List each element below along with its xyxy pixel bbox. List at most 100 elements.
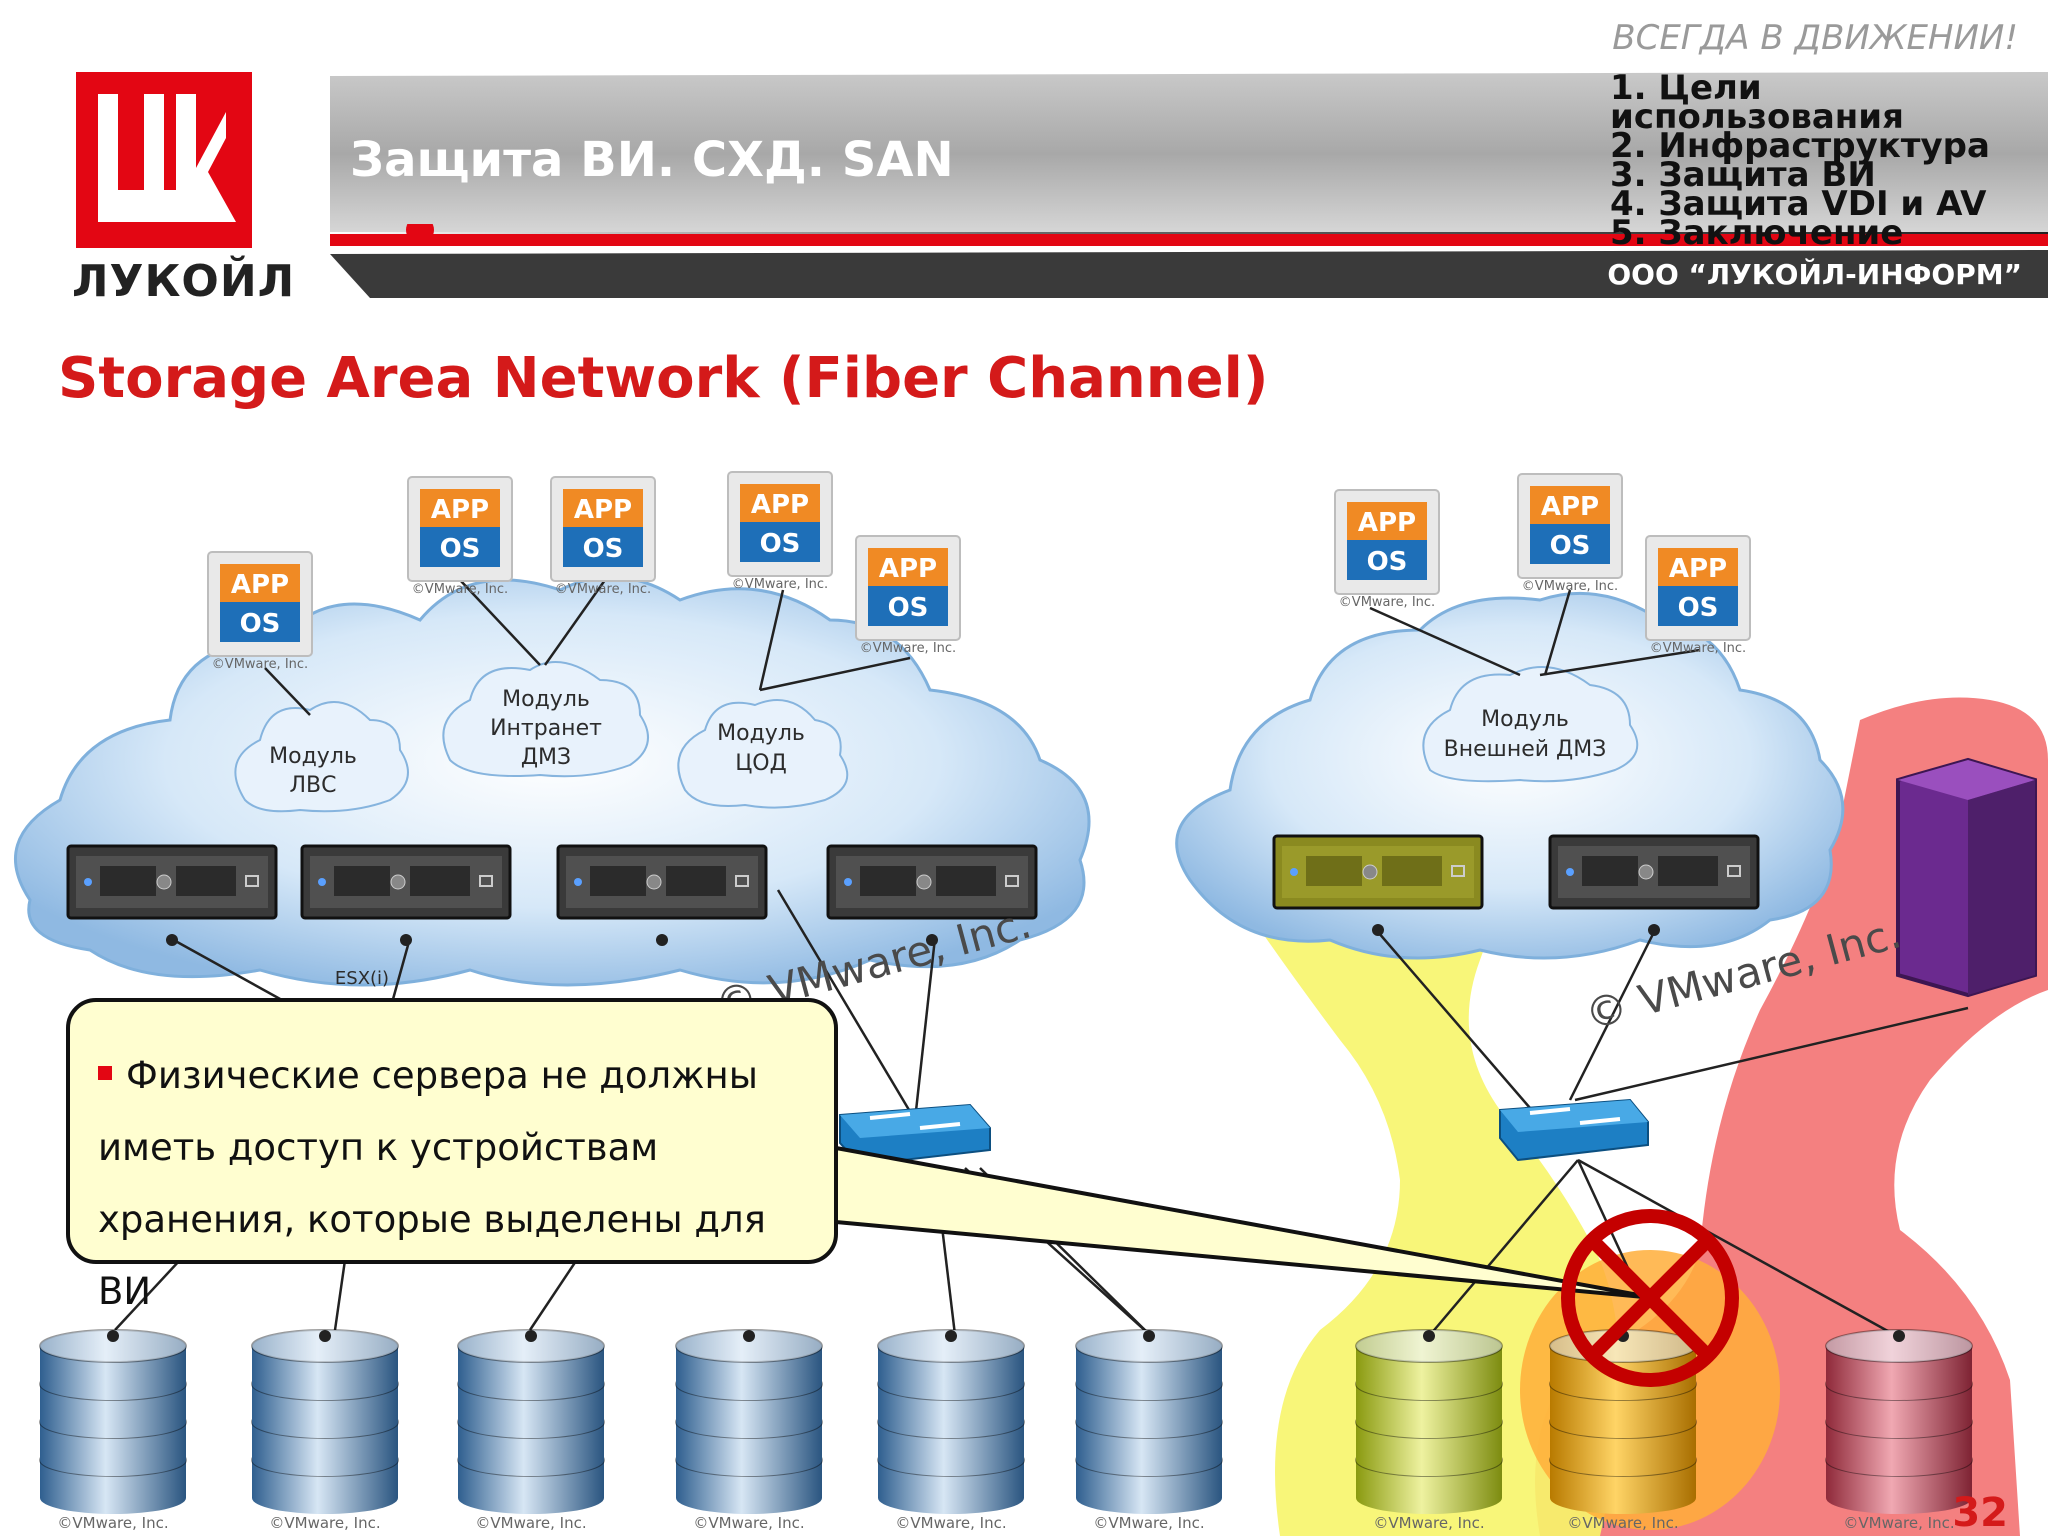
app-os-vm-icon: APP OS ©VMware, Inc.	[855, 535, 961, 656]
storage-copyright: ©VMware, Inc.	[269, 1514, 380, 1532]
header-red-rule	[330, 224, 2048, 298]
module-cloud-lvs: Модуль ЛВС	[234, 701, 409, 813]
module-cloud-ext-dmz: Модуль Внешней ДМЗ	[1422, 666, 1639, 783]
connection-lines	[114, 579, 1969, 1337]
fc-switch-left-icon	[839, 1103, 991, 1167]
rack-server-icon	[1548, 834, 1760, 936]
rack-server-icon	[300, 844, 512, 946]
app-label: APP	[574, 495, 632, 525]
storage-copyright: ©VMware, Inc.	[1373, 1514, 1484, 1532]
lukoil-logo-mark-icon	[98, 94, 236, 222]
callout-line-2: иметь доступ к устройствам	[98, 1126, 659, 1169]
rack-server-icon	[66, 844, 278, 946]
callout-line-3: хранения, которые выделены для ВИ	[98, 1198, 766, 1313]
highlight-yellow-zone	[1225, 800, 1620, 1536]
callout-text: Физические сервера не должны иметь досту…	[98, 1040, 818, 1328]
vm-tiles: APP OS ©VMware, Inc. APP OS ©VMware, Inc. APP O…	[207, 471, 1751, 672]
module-ext-dmz-line1: Модуль	[1481, 707, 1569, 732]
app-os-vm-icon: APP OS ©VMware, Inc.	[207, 551, 313, 672]
os-label: OS	[1678, 593, 1719, 623]
storage-disk-icon: ©VMware, Inc.	[1549, 1329, 1697, 1532]
vm-copyright: ©VMware, Inc.	[1650, 641, 1746, 656]
app-os-vm-icon: APP OS ©VMware, Inc.	[407, 476, 513, 597]
tower-server-icon	[1896, 757, 2037, 998]
os-label: OS	[240, 609, 281, 639]
os-label: OS	[760, 529, 801, 559]
agenda-item: 3. Защита ВИ	[1610, 155, 1876, 195]
app-label: APP	[1541, 492, 1599, 522]
storage-disk-icon: ©VMware, Inc.	[1075, 1329, 1223, 1532]
agenda-item: 4. Защита VDI и AV	[1610, 184, 1987, 224]
module-intranet-line2: Интранет	[490, 716, 602, 741]
servers	[66, 834, 1760, 946]
os-label: OS	[583, 534, 624, 564]
logo-wordmark: ЛУКОЙЛ	[72, 256, 296, 307]
app-label: APP	[879, 554, 937, 584]
module-lvs-line1: Модуль	[269, 744, 357, 769]
module-intranet-line3: ДМЗ	[521, 745, 571, 770]
storage-disk-icon: ©VMware, Inc.	[1825, 1329, 1973, 1532]
storage-copyright: ©VMware, Inc.	[895, 1514, 1006, 1532]
storage-disk-icon: ©VMware, Inc.	[39, 1329, 187, 1532]
storage-disk-icon: ©VMware, Inc.	[457, 1329, 605, 1532]
storage-copyright: ©VMware, Inc.	[1093, 1514, 1204, 1532]
storage-disk-icon: ©VMware, Inc.	[877, 1329, 1025, 1532]
esx-label: ESX(i)	[335, 968, 389, 989]
agenda-item: 1. Цели использования	[1610, 68, 1904, 137]
storage-copyright: ©VMware, Inc.	[693, 1514, 804, 1532]
os-label: OS	[888, 593, 929, 623]
app-label: APP	[431, 495, 489, 525]
rack-server-icon	[556, 844, 768, 946]
os-label: OS	[440, 534, 481, 564]
app-os-vm-icon: APP OS ©VMware, Inc.	[1645, 535, 1751, 656]
app-label: APP	[1669, 554, 1727, 584]
app-label: APP	[231, 570, 289, 600]
app-os-vm-icon: APP OS ©VMware, Inc.	[1334, 489, 1440, 610]
storage-disk-icon: ©VMware, Inc.	[251, 1329, 399, 1532]
vm-copyright: ©VMware, Inc.	[212, 657, 308, 672]
rack-server-icon	[826, 844, 1038, 946]
os-label: OS	[1367, 547, 1408, 577]
vm-copyright: ©VMware, Inc.	[412, 582, 508, 597]
callout-line-1: Физические сервера не должны	[126, 1054, 758, 1097]
storage-disk-icon: ©VMware, Inc.	[675, 1329, 823, 1532]
slide-title: Защита ВИ. СХД. SAN	[350, 132, 954, 188]
storage-copyright: ©VMware, Inc.	[1567, 1514, 1678, 1532]
vm-copyright: ©VMware, Inc.	[860, 641, 956, 656]
module-cloud-intranet: Модуль Интранет ДМЗ	[442, 661, 649, 778]
module-cloud-cod: Модуль ЦОД	[677, 699, 849, 809]
agenda-list: 1. Цели использования 2. Инфраструктура …	[1610, 68, 2048, 253]
module-intranet-line1: Модуль	[502, 687, 590, 712]
company-name: ООО “ЛУКОЙЛ-ИНФОРМ”	[1607, 258, 2022, 291]
vm-copyright: ©VMware, Inc.	[555, 582, 651, 597]
app-label: APP	[1358, 508, 1416, 538]
agenda-item: 5. Заключение	[1610, 213, 1904, 253]
app-os-vm-icon: APP OS ©VMware, Inc.	[727, 471, 833, 592]
app-label: APP	[751, 490, 809, 520]
storage-disk-icon: ©VMware, Inc.	[1355, 1329, 1503, 1532]
storage-array: ©VMware, Inc. ©VMware, Inc. ©VMware, Inc. ©…	[39, 1329, 1973, 1532]
storage-copyright: ©VMware, Inc.	[1843, 1514, 1954, 1532]
vm-copyright: ©VMware, Inc.	[1339, 595, 1435, 610]
app-os-vm-icon: APP OS ©VMware, Inc.	[550, 476, 656, 597]
os-label: OS	[1550, 531, 1591, 561]
module-cod-line2: ЦОД	[735, 751, 787, 776]
lukoil-logo	[76, 72, 252, 248]
vm-copyright: ©VMware, Inc.	[732, 577, 828, 592]
page-number: 32	[1952, 1490, 2008, 1536]
storage-copyright: ©VMware, Inc.	[57, 1514, 168, 1532]
app-os-vm-icon: APP OS ©VMware, Inc.	[1517, 473, 1623, 594]
slogan: ВСЕГДА В ДВИЖЕНИИ!	[1612, 18, 2018, 58]
bullet-icon	[98, 1066, 112, 1080]
prohibited-icon	[1561, 1209, 1739, 1387]
rack-server-icon	[1272, 834, 1484, 936]
agenda-item: 2. Инфраструктура	[1610, 126, 1990, 166]
module-ext-dmz-line2: Внешней ДМЗ	[1444, 737, 1607, 762]
fc-switch-right-icon	[1499, 1098, 1649, 1162]
callout-box	[66, 998, 838, 1264]
vm-copyright: ©VMware, Inc.	[1522, 579, 1618, 594]
module-lvs-line2: ЛВС	[290, 773, 337, 798]
module-cod-line1: Модуль	[717, 721, 805, 746]
slide-subtitle: Storage Area Network (Fiber Channel)	[58, 346, 1269, 411]
